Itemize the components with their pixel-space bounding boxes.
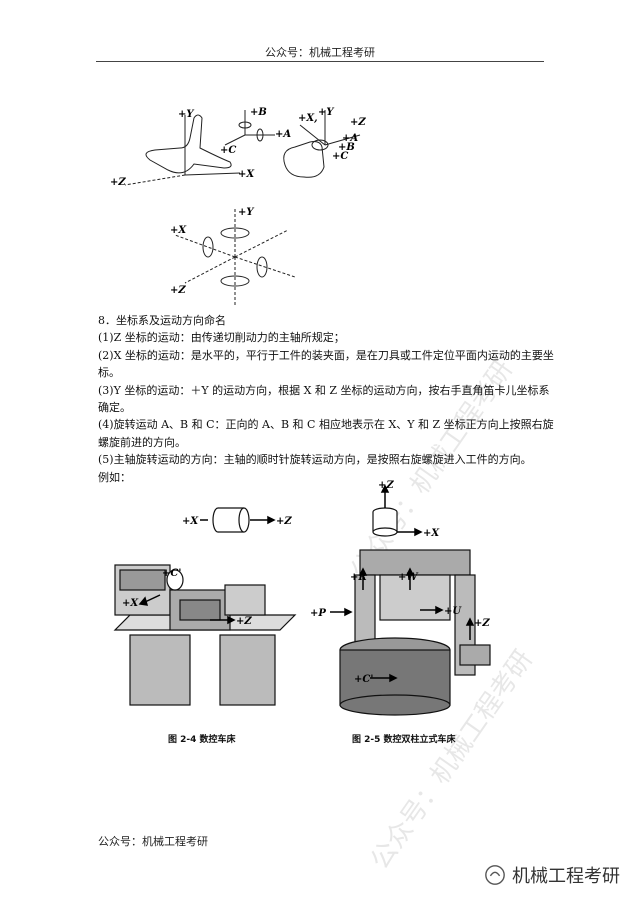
axis-label: +A (342, 133, 358, 144)
axis-label: +C (220, 145, 236, 156)
page-footer: 公众号：机械工程考研 (98, 835, 208, 848)
axis-label: +Z (170, 285, 186, 296)
vertical-lathe-figure: +Z +X +R +W +P +U +Z +C' (310, 480, 540, 720)
axis-label: +Z (110, 177, 126, 188)
axis-label: +Y (238, 207, 254, 218)
axis-label: +A (275, 129, 291, 140)
axis-label: +R (350, 572, 367, 583)
list-item: (3)Y 坐标的运动：＋Y 的运动方向，根据 X 和 Z 坐标的运动方向，按右手… (98, 383, 550, 415)
axis-label: +Z (276, 516, 292, 527)
axis-label: +Z (236, 616, 252, 627)
axis-label: +X, (298, 113, 318, 124)
lathe-figure: +X +Z +C' +X +Z (100, 490, 300, 710)
header-rule (96, 61, 544, 62)
list-item: (2)X 坐标的运动：是水平的，平行于工件的装夹面，是在刀具或工件定位平面内运动… (98, 348, 554, 380)
list-item: (5)主轴旋转运动的方向：主轴的顺时针旋转运动方向，是按照右旋螺旋进入工件的方向… (98, 453, 532, 467)
axis-label: +C' (354, 674, 373, 685)
axis-label: +U (444, 606, 462, 617)
list-item: (1)Z 坐标的运动：由传递切削动力的主轴所规定； (98, 331, 345, 345)
axis-label: +W (398, 572, 419, 583)
section-title: 8．坐标系及运动方向命名 (98, 314, 226, 327)
axis-label: +X (238, 169, 255, 180)
axis-label: +C (332, 151, 348, 162)
axis-label: +X (122, 598, 139, 609)
axis-label: +X (423, 528, 440, 539)
wechat-icon (485, 865, 505, 885)
brand-badge: 机械工程考研 (484, 862, 620, 888)
axis-label: +B (250, 107, 267, 118)
axis-label: +C' (162, 568, 181, 579)
example-label: 例如： (98, 470, 131, 484)
list-item: (4)旋转运动 A、B 和 C：正向的 A、B 和 C 相应地表示在 X、Y 和… (98, 418, 554, 449)
text-section: 8．坐标系及运动方向命名 (1)Z 坐标的运动：由传递切削动力的主轴所规定； (… (98, 312, 558, 486)
figure-caption: 图 2-4 数控车床 (168, 735, 236, 745)
axis-label: +Y (318, 107, 334, 118)
axis-label: +Z (350, 117, 366, 128)
axis-label: +P (310, 608, 326, 619)
rotation-axes-figure: +Y +X +Z (170, 205, 300, 310)
axis-label: +B (338, 142, 355, 153)
axis-label: +Y (178, 109, 194, 120)
axis-label: +Z (378, 480, 394, 491)
page-header: 公众号：机械工程考研 (265, 46, 375, 59)
brand-name: 机械工程考研 (512, 866, 620, 887)
axis-label: +Z (474, 618, 490, 629)
hand-rule-figure: +Y +Z +X +B +A +C +X, +Y +Z +A +B +C (110, 105, 370, 205)
figure-caption: 图 2-5 数控双柱立式车床 (352, 735, 456, 745)
axis-label: +X (170, 225, 187, 236)
axis-label: +X (182, 516, 199, 527)
